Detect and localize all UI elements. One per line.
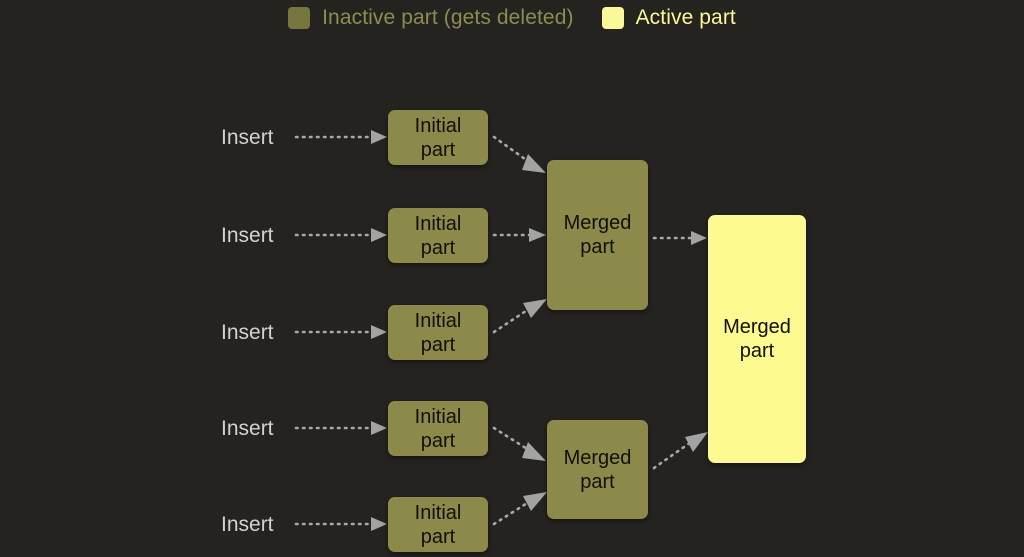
insert-label-1: Insert [221, 126, 274, 149]
legend-label-active: Active part [635, 6, 736, 29]
initial-part-box-2: Initial part [388, 208, 488, 263]
insert-label-4: Insert [221, 417, 274, 440]
arrow-insert-to-initial-1 [294, 130, 387, 144]
inactive-swatch-icon [288, 7, 311, 29]
arrow-insert-to-initial-4 [294, 421, 387, 435]
initial-part-box-4: Initial part [388, 401, 488, 456]
insert-label-3: Insert [221, 321, 274, 344]
active-merged-part-box: Merged part [708, 215, 806, 463]
legend-item-inactive: Inactive part (gets deleted) [288, 6, 573, 30]
arrow-insert-to-initial-5 [294, 517, 387, 531]
arrow-insert-to-initial-3 [294, 325, 387, 339]
initial-part-box-3: Initial part [388, 305, 488, 360]
arrow-initial2-to-merged-top [492, 228, 546, 242]
arrow-initial1-to-merged-top [492, 135, 546, 173]
legend-label-inactive: Inactive part (gets deleted) [322, 6, 574, 29]
arrow-merged-bottom-to-active [652, 432, 708, 470]
legend: Inactive part (gets deleted) Active part [0, 6, 1024, 30]
merged-part-box-top: Merged part [547, 160, 648, 310]
insert-label-2: Insert [221, 224, 274, 247]
active-swatch-icon [601, 7, 624, 29]
arrow-initial4-to-merged-bottom [492, 426, 546, 461]
insert-label-5: Insert [221, 513, 274, 536]
arrow-initial5-to-merged-bottom [492, 492, 547, 526]
arrow-initial3-to-merged-top [492, 299, 547, 334]
arrow-merged-top-to-active [652, 231, 707, 245]
merged-part-box-bottom: Merged part [547, 420, 648, 519]
initial-part-box-5: Initial part [388, 497, 488, 552]
initial-part-box-1: Initial part [388, 110, 488, 165]
legend-item-active: Active part [601, 6, 736, 30]
arrow-insert-to-initial-2 [294, 228, 387, 242]
